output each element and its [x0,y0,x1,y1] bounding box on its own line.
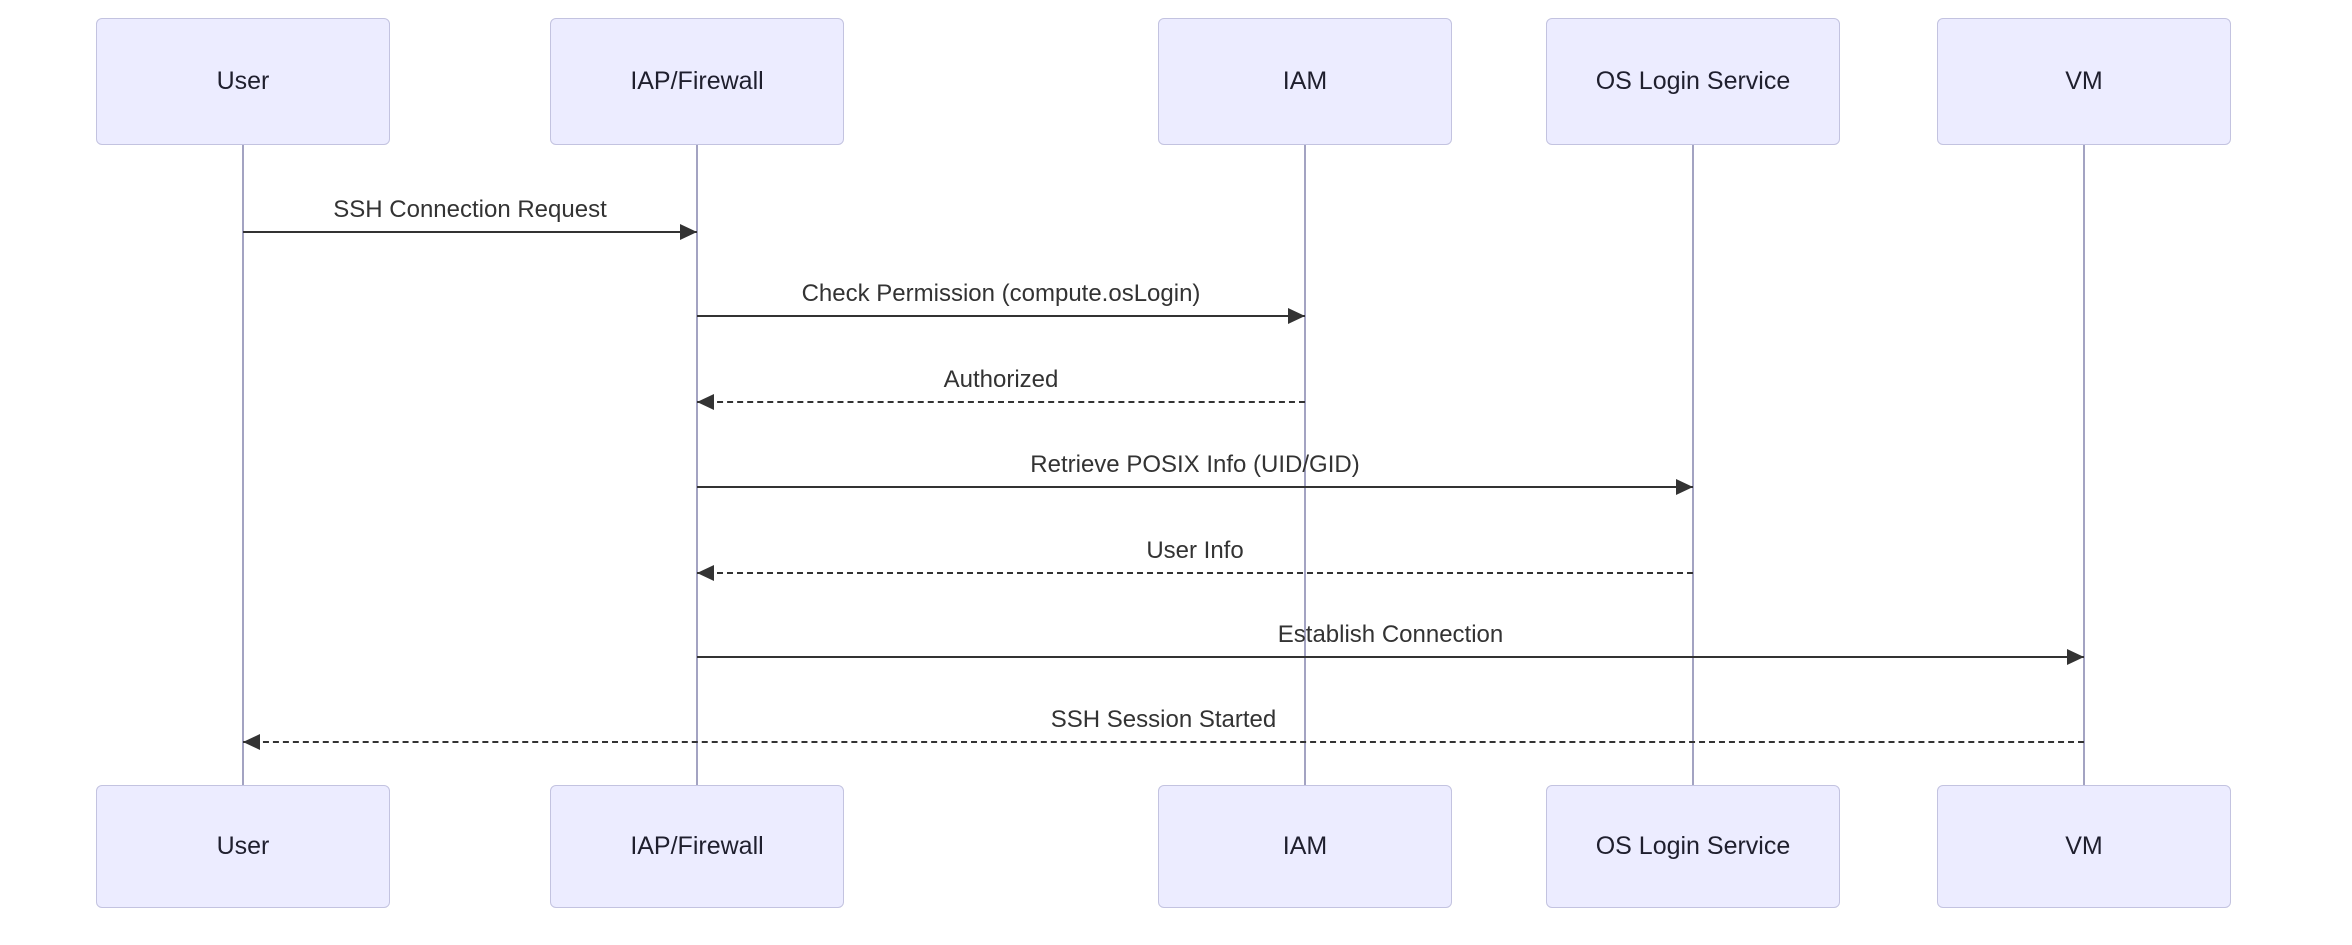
message-line-6 [243,741,2084,743]
lifeline-actor-4 [2083,145,2085,785]
actor-label: IAM [1282,67,1328,95]
actor-top-box: VM [1937,18,2231,145]
actor-top-box: OS Login Service [1546,18,1840,145]
message-line-4 [697,572,1693,574]
message-line-1 [697,315,1305,317]
arrowhead-icon [1676,479,1693,495]
message-label-4: User Info [1146,537,1244,564]
message-label-5: Establish Connection [1277,621,1504,648]
message-label-0: SSH Connection Request [333,196,607,223]
lifeline-actor-3 [1692,145,1694,785]
actor-bottom-box: IAM [1158,785,1452,908]
actor-label: VM [2065,67,2103,95]
message-line-2 [697,401,1305,403]
message-label-6: SSH Session Started [1050,706,1277,733]
arrowhead-icon [243,734,260,750]
actor-label: IAM [1282,832,1328,860]
arrowhead-icon [680,224,697,240]
message-label-2: Authorized [943,366,1059,393]
arrowhead-icon [697,565,714,581]
actor-bottom-box: VM [1937,785,2231,908]
actor-label: User [216,67,270,95]
lifeline-actor-1 [696,145,698,785]
actor-label: VM [2065,832,2103,860]
message-line-5 [697,656,2084,658]
actor-top-box: IAM [1158,18,1452,145]
actor-label: IAP/Firewall [630,67,764,95]
actor-bottom-box: User [96,785,390,908]
actor-label: User [216,832,270,860]
message-label-1: Check Permission (compute.osLogin) [801,280,1201,307]
message-label-3: Retrieve POSIX Info (UID/GID) [1030,451,1360,478]
message-line-0 [243,231,697,233]
actor-label: OS Login Service [1595,832,1791,860]
actor-top-box: User [96,18,390,145]
actor-top-box: IAP/Firewall [550,18,844,145]
lifeline-actor-0 [242,145,244,785]
actor-bottom-box: IAP/Firewall [550,785,844,908]
actor-bottom-box: OS Login Service [1546,785,1840,908]
arrowhead-icon [697,394,714,410]
message-line-3 [697,486,1693,488]
lifeline-actor-2 [1304,145,1306,785]
arrowhead-icon [1288,308,1305,324]
actor-label: IAP/Firewall [630,832,764,860]
actor-label: OS Login Service [1595,67,1791,95]
arrowhead-icon [2067,649,2084,665]
